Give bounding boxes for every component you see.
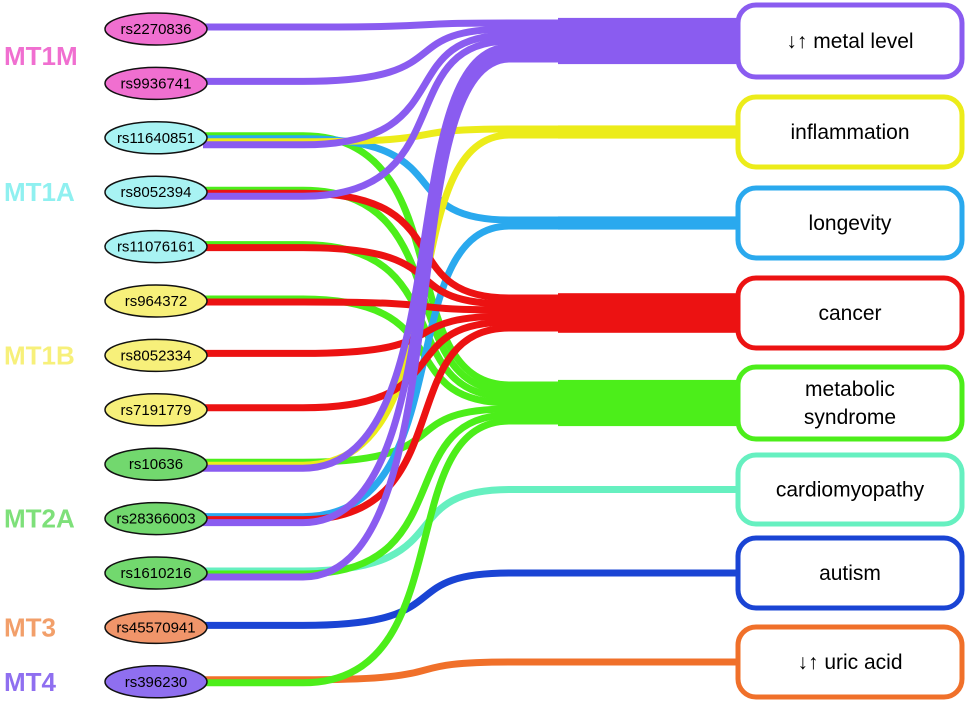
outcome-boxes: ↓↑ metal level inflammation longevity cance… (735, 2, 965, 700)
link-trunk-cancer (558, 293, 740, 333)
outcome-autism: autism (735, 535, 965, 611)
outcome-box-autism (735, 535, 965, 611)
outcome-box-metabolic (735, 364, 965, 442)
snp-node-rs1610216: rs1610216 (104, 556, 208, 590)
link-ribbons (203, 17, 740, 687)
outcome-cardiomyopathy: cardiomyopathy (735, 452, 965, 527)
outcome-metabolic: metabolic syndrome (735, 364, 965, 442)
snp-ellipse (104, 556, 208, 590)
snp-node-rs45570941: rs45570941 (104, 610, 208, 645)
snp-node-rs396230: rs396230 (104, 665, 208, 699)
snp-label: rs8052394 (121, 184, 192, 201)
outcome-metal: ↓↑ metal level (735, 2, 965, 80)
snp-ellipse (104, 284, 208, 318)
link-ribbon-rs396230-metabolic (203, 417, 740, 687)
snp-node-rs11640851: rs11640851 (104, 121, 208, 155)
snp-nodes: rs2270836 rs9936741 rs11640851 rs8052394 rs1… (104, 12, 208, 699)
snp-node-rs28366003: rs28366003 (104, 501, 208, 536)
outcome-label-metabolic: metabolic (805, 378, 895, 401)
snp-ellipse (104, 12, 208, 46)
snp-ellipse (104, 665, 208, 699)
snp-node-rs7191779: rs7191779 (104, 393, 208, 427)
gene-label-MT1A: MT1A (4, 177, 75, 207)
snp-ellipse (104, 447, 208, 481)
snp-ellipse (104, 610, 208, 645)
snp-label: rs8052334 (121, 347, 192, 364)
snp-label: rs1610216 (121, 565, 192, 582)
outcome-label-cardiomyopathy: cardiomyopathy (776, 479, 925, 502)
outcome-cancer: cancer (735, 275, 965, 351)
link-ribbon-rs2270836-metal (203, 19, 740, 31)
snp-ellipse (104, 175, 208, 209)
snp-label: rs10636 (129, 456, 183, 473)
outcome-label-longevity: longevity (809, 212, 892, 235)
outcome-uric: ↓↑ uric acid (735, 624, 965, 700)
snp-node-rs11076161: rs11076161 (104, 229, 208, 264)
link-trunk-metabolic (558, 379, 740, 427)
link-ribbon-rs1610216-cardiomyopathy (203, 486, 740, 575)
link-ribbon-rs1610216-metabolic (203, 411, 740, 578)
outcome-label-uric: ↓↑ uric acid (797, 651, 902, 674)
snp-node-rs964372: rs964372 (104, 284, 208, 318)
link-ribbon-rs45570941-autism (203, 569, 740, 629)
outcome-box-uric (735, 624, 965, 700)
outcome-box-cancer (735, 275, 965, 351)
snp-label: rs11640851 (117, 130, 195, 147)
snp-ellipse (104, 338, 208, 373)
link-trunk-longevity (558, 216, 740, 230)
outcome-label-metabolic: syndrome (804, 406, 896, 429)
snp-label: rs9936741 (121, 75, 192, 92)
snp-ellipse (104, 393, 208, 427)
link-ribbon-rs11640851-metabolic (203, 132, 740, 389)
link-ribbon-rs10636-metal (203, 43, 740, 472)
snp-ellipse (104, 121, 208, 155)
snp-label: rs11076161 (117, 239, 195, 256)
snp-label: rs396230 (125, 674, 188, 691)
snp-node-rs9936741: rs9936741 (104, 66, 208, 101)
link-ribbon-rs7191779-cancer (203, 318, 740, 412)
snp-label: rs28366003 (116, 511, 195, 528)
snp-ellipse (104, 66, 208, 101)
outcome-box-cardiomyopathy (735, 452, 965, 527)
outcome-box-longevity (735, 185, 965, 261)
snp-label: rs964372 (125, 293, 188, 310)
gene-label-MT4: MT4 (4, 667, 57, 697)
link-ribbon-rs28366003-metal (203, 49, 740, 527)
snp-label: rs45570941 (116, 619, 195, 636)
snp-ellipse (104, 229, 208, 264)
outcome-longevity: longevity (735, 185, 965, 261)
link-ribbon-rs11640851-metal (203, 31, 740, 149)
gene-label-MT2A: MT2A (4, 504, 75, 534)
outcome-label-autism: autism (819, 562, 881, 585)
link-ribbon-rs1610216-metal (203, 55, 740, 581)
snp-node-rs8052334: rs8052334 (104, 338, 208, 373)
link-ribbon-rs28366003-cancer (203, 324, 740, 524)
outcome-label-inflammation: inflammation (790, 121, 909, 144)
snp-label: rs2270836 (121, 21, 192, 38)
outcome-inflammation: inflammation (735, 94, 965, 170)
snp-node-rs2270836: rs2270836 (104, 12, 208, 46)
snp-node-rs8052394: rs8052394 (104, 175, 208, 209)
link-ribbon-rs10636-metabolic (203, 405, 740, 466)
snp-ellipse (104, 501, 208, 536)
snp-node-rs10636: rs10636 (104, 447, 208, 481)
outcome-box-inflammation (735, 94, 965, 170)
outcome-label-cancer: cancer (818, 302, 881, 325)
outcome-box-metal (735, 2, 965, 80)
link-ribbon-rs9936741-metal (203, 25, 740, 85)
outcome-label-metal: ↓↑ metal level (786, 30, 913, 53)
snp-label: rs7191779 (121, 402, 192, 419)
link-ribbon-rs8052394-metal (203, 37, 740, 200)
gene-label-MT3: MT3 (4, 612, 56, 642)
link-trunk-inflammation (558, 125, 740, 139)
gene-label-MT1M: MT1M (4, 41, 78, 71)
gene-label-MT1B: MT1B (4, 340, 75, 370)
link-trunk-metal (558, 17, 740, 65)
link-ribbon-rs396230-uric (203, 658, 740, 684)
